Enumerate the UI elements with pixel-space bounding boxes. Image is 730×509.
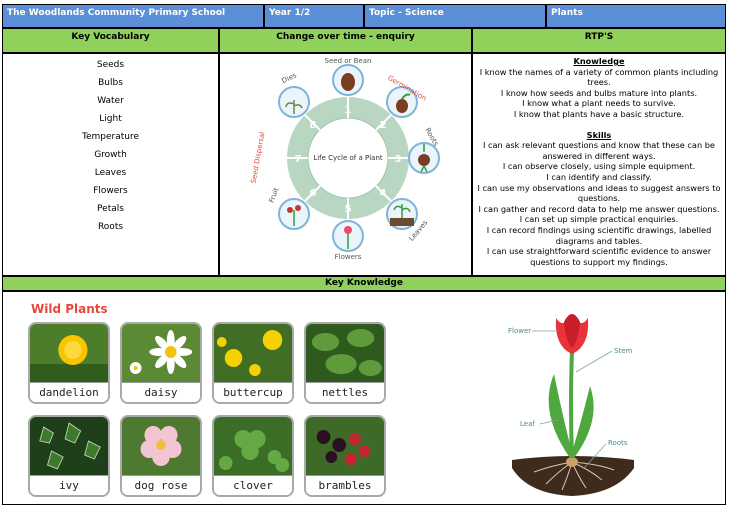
rtp-title: RTP'S	[472, 28, 726, 53]
key-knowledge-panel: Wild Plants dandelion daisy	[2, 291, 726, 505]
plant-card-nettles: nettles	[304, 322, 386, 404]
plant-parts-diagram: Flower Stem Leaf Roots	[508, 314, 634, 496]
vocab-title: Key Vocabulary	[2, 28, 219, 53]
vocab-item: Flowers	[93, 186, 128, 196]
knowledge-item: I know how seeds and bulbs mature into p…	[500, 87, 698, 98]
stage-num: 6	[310, 188, 317, 199]
label-stem: Stem	[614, 347, 632, 355]
plant-name: dog rose	[122, 475, 200, 495]
life-cycle-diagram: Life Cycle of a Plant 1 2 3 4 5 6 7 8	[250, 57, 441, 261]
plant-card-buttercup: buttercup	[212, 322, 294, 404]
plant-card-brambles: brambles	[304, 415, 386, 497]
plant-name: dandelion	[30, 382, 108, 402]
key-knowledge-title: Key Knowledge	[2, 276, 726, 291]
knowledge-item: I know the names of a variety of common …	[479, 66, 719, 88]
header-topic: Topic - Science	[364, 4, 546, 28]
plant-card-dandelion: dandelion	[28, 322, 110, 404]
brambles-icon	[306, 417, 384, 477]
vocab-list: Seeds Bulbs Water Light Temperature Grow…	[2, 53, 219, 276]
header-year: Year 1/2	[264, 4, 364, 28]
stage-label: Fruit	[268, 186, 281, 204]
plant-card-dog-rose: dog rose	[120, 415, 202, 497]
skill-item: I can record findings using scientific d…	[486, 224, 712, 246]
stage-num: 4	[380, 188, 387, 199]
leaf-left	[548, 374, 572, 458]
buttercup-icon	[214, 324, 292, 384]
skill-item: I can set up simple practical enquiries.	[519, 214, 679, 225]
topic-label: Topic - Science	[369, 8, 444, 18]
skill-item: I can ask relevant questions and know th…	[483, 140, 715, 161]
dandelion-icon	[30, 324, 108, 384]
vocab-item: Seeds	[96, 60, 125, 70]
plant-name: daisy	[122, 382, 200, 402]
school-name: The Woodlands Community Primary School	[7, 8, 226, 18]
clover-icon	[214, 417, 292, 477]
knowledge-heading: Knowledge	[573, 56, 625, 66]
ivy-icon	[30, 417, 108, 477]
daisy-icon	[122, 324, 200, 384]
plant-name: nettles	[306, 382, 384, 402]
label-flower: Flower	[508, 327, 531, 335]
dog-rose-icon	[122, 417, 200, 477]
rtp-panel: Knowledge I know the names of a variety …	[472, 53, 726, 276]
vocab-item: Temperature	[81, 132, 139, 142]
stage-num: 2	[380, 120, 387, 131]
header-unit: Plants	[546, 4, 726, 28]
plant-name: ivy	[30, 475, 108, 495]
stage-label: Dies	[281, 71, 299, 85]
plant-card-ivy: ivy	[28, 415, 110, 497]
stage-num: 1	[345, 105, 352, 116]
soil	[512, 456, 634, 496]
vocab-item: Bulbs	[98, 78, 123, 88]
skills-heading: Skills	[586, 129, 612, 140]
leaf-right	[572, 386, 594, 458]
vocab-item: Leaves	[94, 168, 127, 178]
skill-item: I can gather and record data to help me …	[478, 203, 720, 214]
plant-card-clover: clover	[212, 415, 294, 497]
wild-plants-title: Wild Plants	[31, 302, 108, 316]
stage-num: 5	[345, 204, 352, 215]
skill-item: I can observe closely, using simple equi…	[502, 161, 696, 172]
year-label: Year 1/2	[269, 8, 311, 18]
plant-card-daisy: daisy	[120, 322, 202, 404]
stage-label: Seed Dispersal	[250, 131, 267, 184]
stage-num: 7	[295, 154, 302, 165]
skill-item: I can use my observations and ideas to s…	[477, 182, 721, 204]
plant-name: brambles	[306, 475, 384, 495]
unit-label: Plants	[551, 8, 583, 18]
vocab-item: Water	[97, 96, 124, 106]
stage-label: Seed or Bean	[325, 57, 372, 65]
life-cycle-center: Life Cycle of a Plant	[313, 154, 383, 162]
label-roots: Roots	[608, 439, 628, 447]
stage-num: 8	[310, 120, 317, 131]
label-leaf: Leaf	[520, 420, 535, 428]
vocab-item: Roots	[97, 222, 124, 232]
knowledge-item: I know what a plant needs to survive.	[522, 98, 676, 109]
stage-num: 3	[395, 154, 402, 165]
plant-name: clover	[214, 475, 292, 495]
nettles-icon	[306, 324, 384, 384]
vocab-item: Growth	[94, 150, 127, 160]
skill-item: I can identify and classify.	[546, 171, 652, 182]
knowledge-item: I know that plants have a basic structur…	[513, 108, 685, 119]
stem	[569, 349, 574, 459]
vocab-item: Petals	[97, 204, 124, 214]
plant-name: buttercup	[214, 382, 292, 402]
change-title: Change over time - enquiry	[219, 28, 472, 53]
skill-item: I can use straightforward scientific evi…	[486, 246, 712, 267]
life-cycle-panel: Life Cycle of a Plant 1 2 3 4 5 6 7 8	[219, 53, 472, 276]
stage-label: Flowers	[335, 253, 362, 261]
header-school: The Woodlands Community Primary School	[2, 4, 264, 28]
vocab-item: Light	[99, 114, 122, 124]
